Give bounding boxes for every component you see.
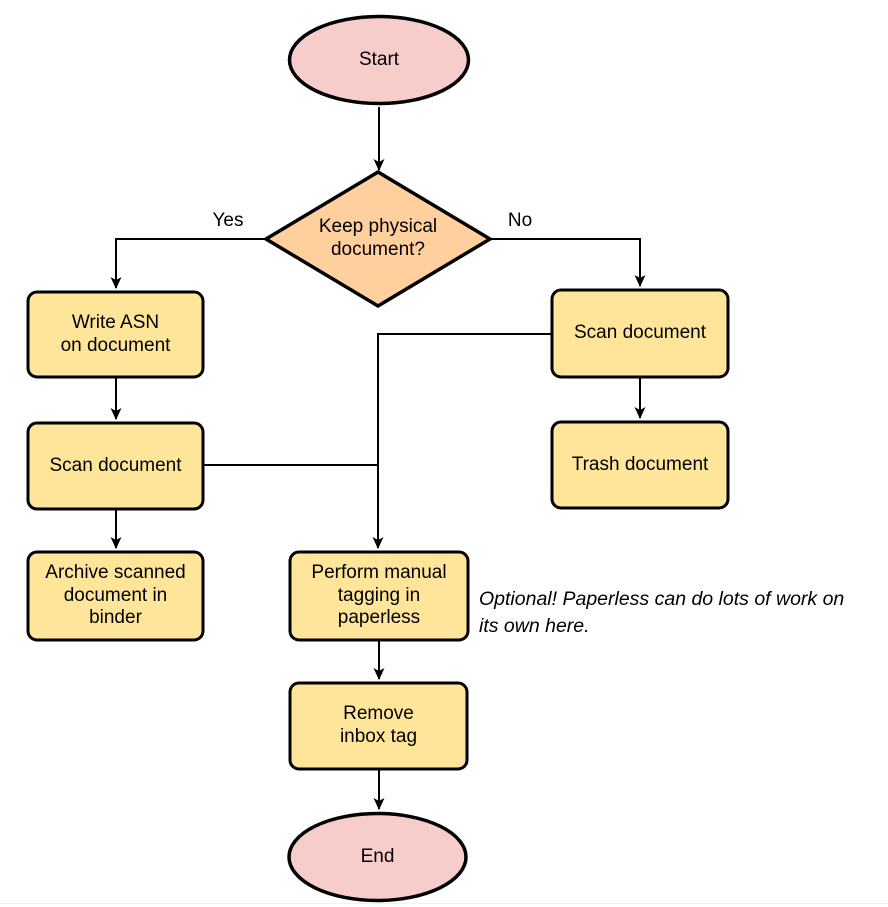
edge-decision-no-to-scan-right bbox=[490, 238, 646, 287]
end-terminator-shape bbox=[287, 811, 468, 903]
trash-process-shape bbox=[550, 420, 730, 510]
perform-tagging-process-shape bbox=[288, 550, 470, 642]
archive-process-shape bbox=[26, 550, 205, 642]
scan-left-process-shape bbox=[26, 421, 205, 511]
decision-diamond-shape bbox=[262, 169, 494, 309]
write-asn-process-shape bbox=[26, 290, 205, 379]
scan-right-process-shape bbox=[550, 288, 730, 379]
remove-inbox-process-shape bbox=[288, 681, 469, 771]
start-terminator-shape bbox=[287, 14, 471, 106]
edge-scan-right-to-perform-tagging bbox=[372, 333, 552, 549]
edge-decision-yes-to-write-asn bbox=[110, 238, 266, 289]
bottom-divider bbox=[0, 903, 888, 904]
